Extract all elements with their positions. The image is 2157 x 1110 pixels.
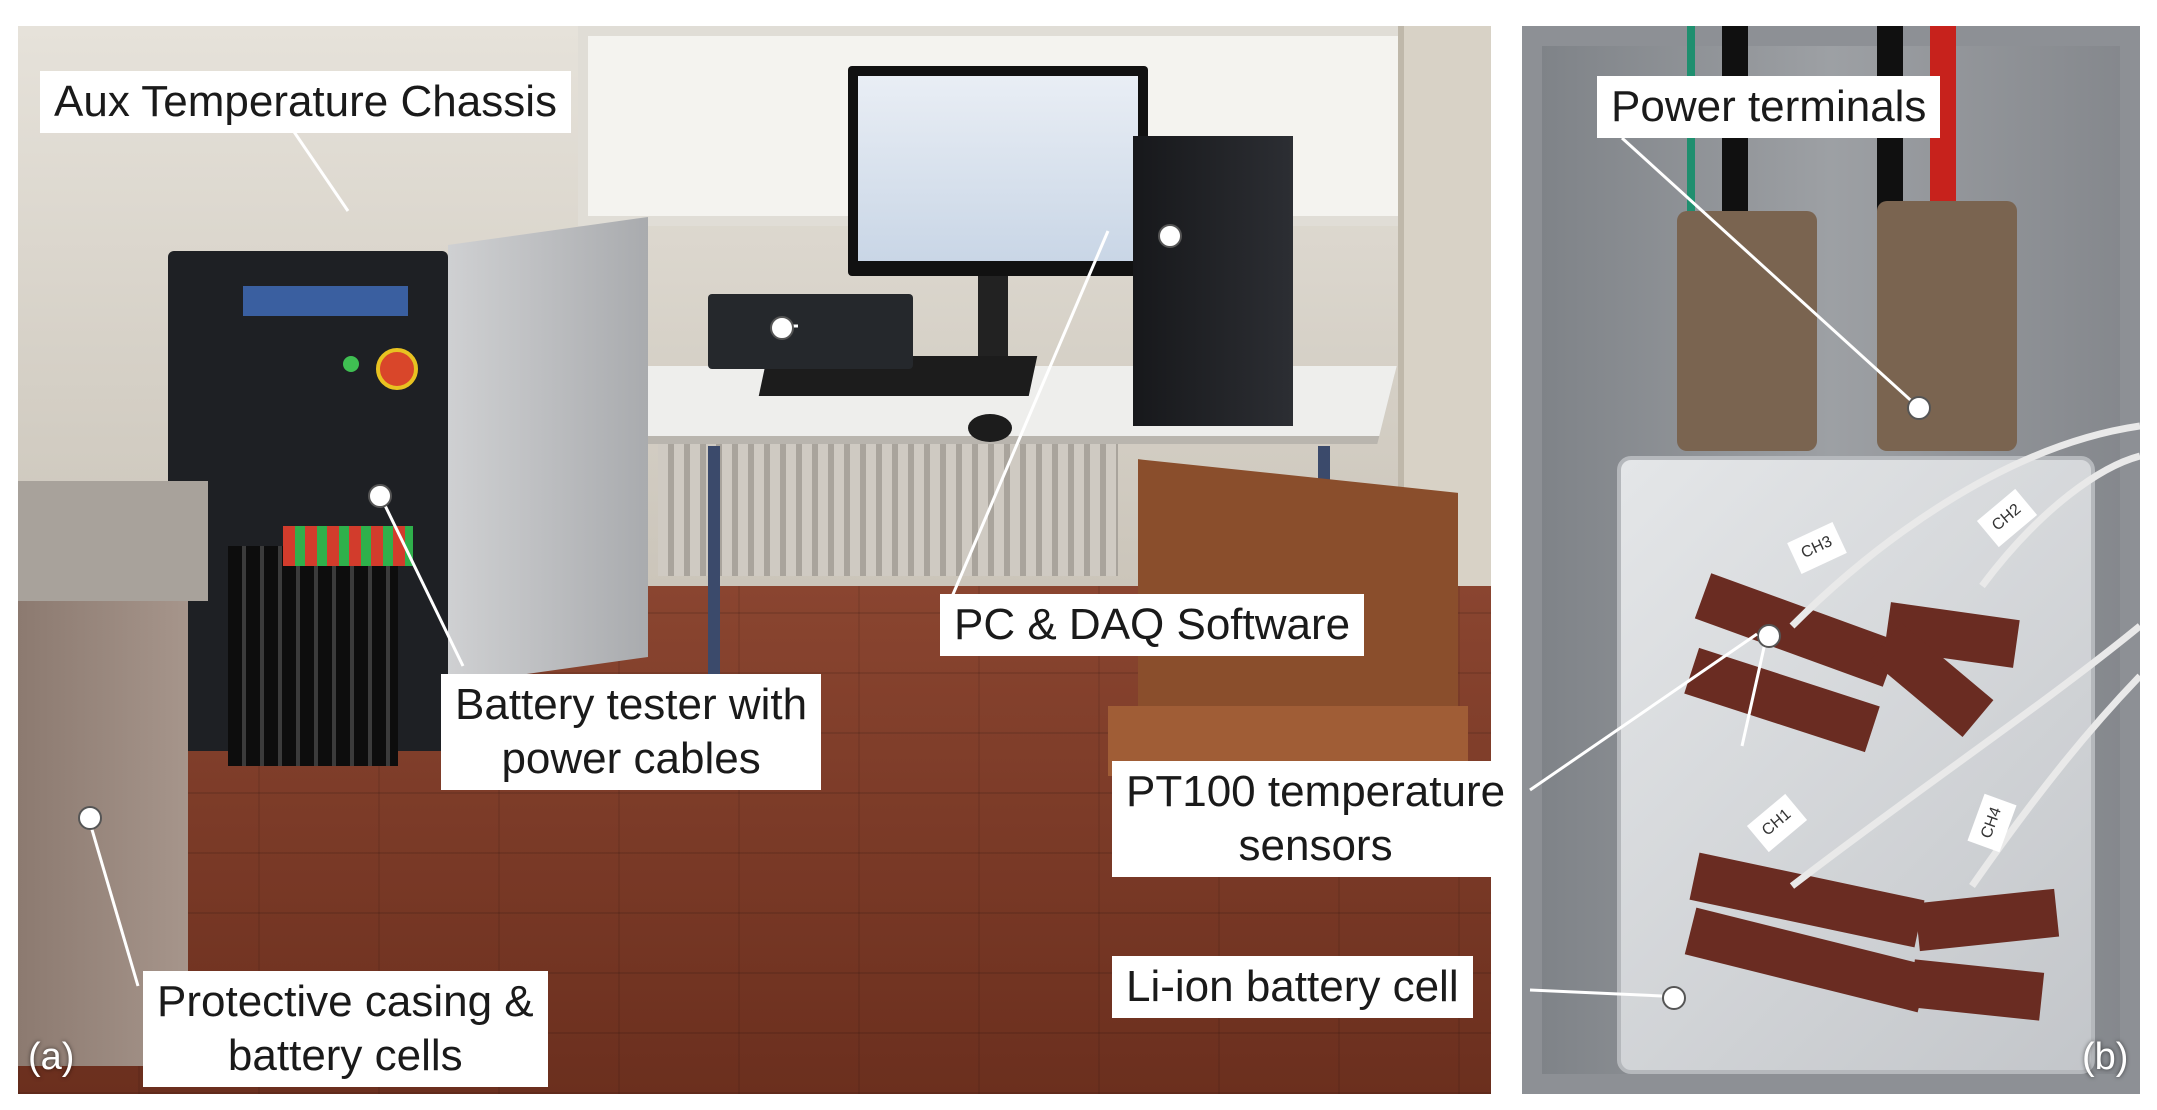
marker-pc xyxy=(1158,224,1182,248)
marker-cell xyxy=(1662,986,1686,1010)
label-power-terminals: Power terminals xyxy=(1597,76,1941,138)
label-aux-temperature-chassis: Aux Temperature Chassis xyxy=(40,71,571,133)
terminal-holder-right xyxy=(1877,201,2017,451)
desk-leg xyxy=(708,446,720,706)
label-protective-casing: Protective casing & battery cells xyxy=(143,971,548,1087)
label-protective-casing-line1: Protective casing & xyxy=(157,977,534,1026)
radiator xyxy=(658,426,1118,576)
marker-tester xyxy=(368,484,392,508)
monitor-screen xyxy=(858,76,1138,261)
daq-box xyxy=(708,294,913,369)
photo-panel-b: CH3 CH2 CH1 CH4 Power terminals PT100 te… xyxy=(1522,26,2140,1094)
marker-power-terminals xyxy=(1907,396,1931,420)
label-pt100-sensors-overlay: PT100 temperature sensors xyxy=(1112,761,1520,877)
label-battery-tester: Battery tester with power cables xyxy=(441,674,822,790)
tester-side-panel xyxy=(448,216,648,686)
monitor-stand xyxy=(978,276,1008,356)
casing-lid xyxy=(18,481,208,601)
panel-letter-b: (b) xyxy=(2082,1036,2129,1078)
label-li-ion-cell-overlay: Li-ion battery cell xyxy=(1112,956,1473,1018)
photo-panel-a: Aux Temperature Chassis PC & DAQ Softwar… xyxy=(18,26,1491,1094)
label-battery-tester-line2: power cables xyxy=(501,734,761,783)
marker-daq xyxy=(770,316,794,340)
panel-letter-a: (a) xyxy=(28,1036,75,1078)
marker-casing xyxy=(78,806,102,830)
label-protective-casing-line2: battery cells xyxy=(227,1031,463,1080)
mouse xyxy=(968,414,1012,442)
label-pc-daq-software: PC & DAQ Software xyxy=(940,594,1365,656)
label-pt100-overlay-line1: PT100 temperature xyxy=(1126,767,1506,816)
label-battery-tester-line1: Battery tester with xyxy=(455,680,808,729)
emergency-stop xyxy=(376,348,418,390)
power-cables xyxy=(228,546,398,766)
power-led xyxy=(343,356,359,372)
terminal-holder-left xyxy=(1677,211,1817,451)
label-pt100-overlay-line2: sensors xyxy=(1238,821,1393,870)
tester-brand-plate xyxy=(243,286,408,316)
cable-connectors xyxy=(283,526,413,566)
marker-pt100 xyxy=(1757,624,1781,648)
pc-tower xyxy=(1133,136,1293,426)
